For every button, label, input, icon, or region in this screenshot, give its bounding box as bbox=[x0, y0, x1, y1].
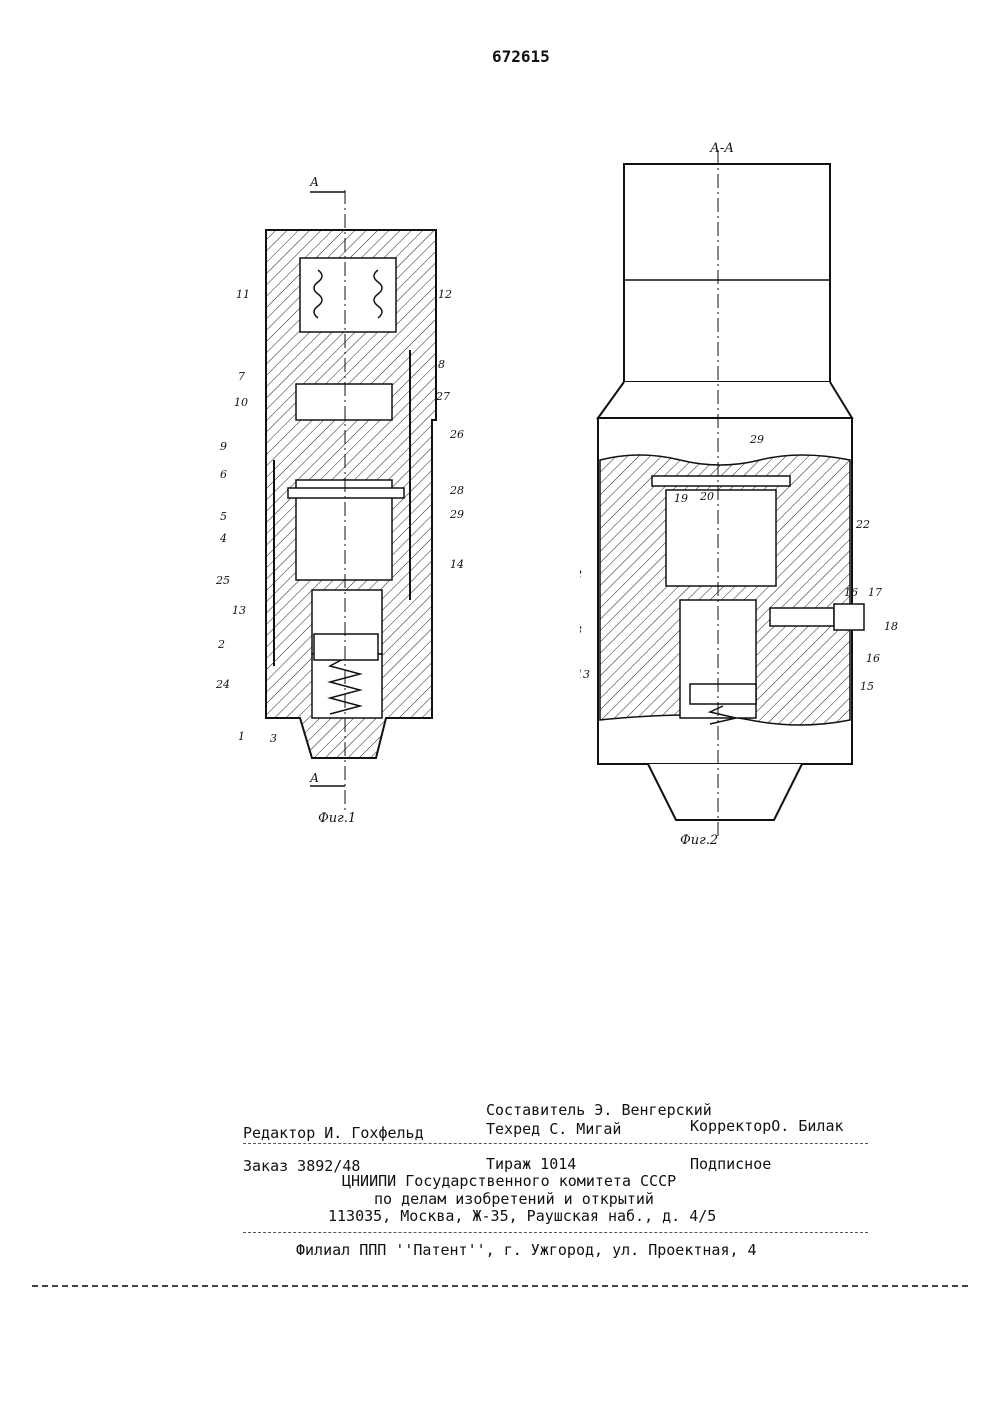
fig1-label: 24 bbox=[215, 678, 230, 691]
fig2-label: 29 bbox=[749, 433, 764, 446]
fig2-label: 16 bbox=[866, 652, 880, 665]
compiler: Составитель Э. Венгерский bbox=[486, 1101, 712, 1119]
fig1-label: 1 bbox=[238, 730, 245, 743]
address: 113035, Москва, Ж-35, Раушская наб., д. … bbox=[328, 1207, 716, 1225]
fig1-label: 3 bbox=[270, 732, 277, 745]
fig1-caption: Фиг.1 bbox=[318, 811, 356, 826]
fig1-label: 29 bbox=[449, 508, 464, 521]
subscription: Подписное bbox=[690, 1155, 771, 1173]
section-title: А-А bbox=[709, 141, 734, 156]
fig1-label: 5 bbox=[220, 510, 227, 523]
fig2-label: 15 bbox=[860, 680, 874, 693]
circulation: Тираж 1014 bbox=[486, 1155, 576, 1173]
figure-2: А-А 29 19 20 22 21 22 16 17 18 23 16 15 … bbox=[580, 130, 900, 860]
fig2-caption: Фиг.2 bbox=[680, 833, 718, 848]
fig2-label: 18 bbox=[884, 620, 898, 633]
fig1-label: 13 bbox=[232, 604, 246, 617]
fig1-label: 9 bbox=[220, 440, 227, 453]
corrector: КорректорО. Билак bbox=[690, 1117, 844, 1135]
fig2-label: 22 bbox=[580, 568, 582, 581]
fig2-label: 21 bbox=[580, 536, 582, 549]
fig2-label: 19 bbox=[674, 492, 688, 505]
fig1-label: 2 bbox=[217, 638, 225, 651]
divider bbox=[243, 1232, 868, 1233]
fig2-label: 23 bbox=[580, 624, 582, 637]
figure-1: А А 11 12 8 7 27 10 26 9 28 6 29 5 4 14 … bbox=[200, 170, 490, 850]
techred: Техред С. Мигай bbox=[486, 1120, 621, 1138]
patent-number: 672615 bbox=[492, 47, 550, 66]
section-mark-top: А bbox=[309, 175, 319, 189]
fig1-label: 28 bbox=[449, 484, 464, 497]
fig1-label: 12 bbox=[438, 288, 452, 301]
fig2-label: 13 bbox=[580, 668, 590, 681]
fig1-label: 7 bbox=[238, 370, 245, 383]
fig2-label: 17 bbox=[868, 586, 882, 599]
fig1-label: 6 bbox=[220, 468, 227, 481]
fig1-label: 8 bbox=[438, 358, 445, 371]
fig1-label: 26 bbox=[449, 428, 464, 441]
fig1-label: 11 bbox=[236, 288, 250, 301]
fig1-label: 25 bbox=[215, 574, 230, 587]
fig1-label: 10 bbox=[234, 396, 248, 409]
divider bbox=[243, 1143, 868, 1144]
section-mark-bottom: А bbox=[309, 771, 319, 785]
fig2-label: 20 bbox=[699, 490, 714, 503]
branch: Филиал ППП ''Патент'', г. Ужгород, ул. П… bbox=[296, 1241, 757, 1259]
fig1-label: 4 bbox=[219, 532, 227, 545]
fig2-label: 22 bbox=[855, 518, 870, 531]
org-line-2: по делам изобретений и открытий bbox=[374, 1190, 654, 1208]
editor: Редактор И. Гохфельд bbox=[243, 1124, 424, 1142]
bottom-rule bbox=[32, 1285, 968, 1287]
fig2-label: 16 bbox=[844, 586, 858, 599]
org-line-1: ЦНИИПИ Государственного комитета СССР bbox=[342, 1172, 676, 1190]
fig1-label: 14 bbox=[450, 558, 464, 571]
fig1-label: 27 bbox=[435, 390, 450, 403]
